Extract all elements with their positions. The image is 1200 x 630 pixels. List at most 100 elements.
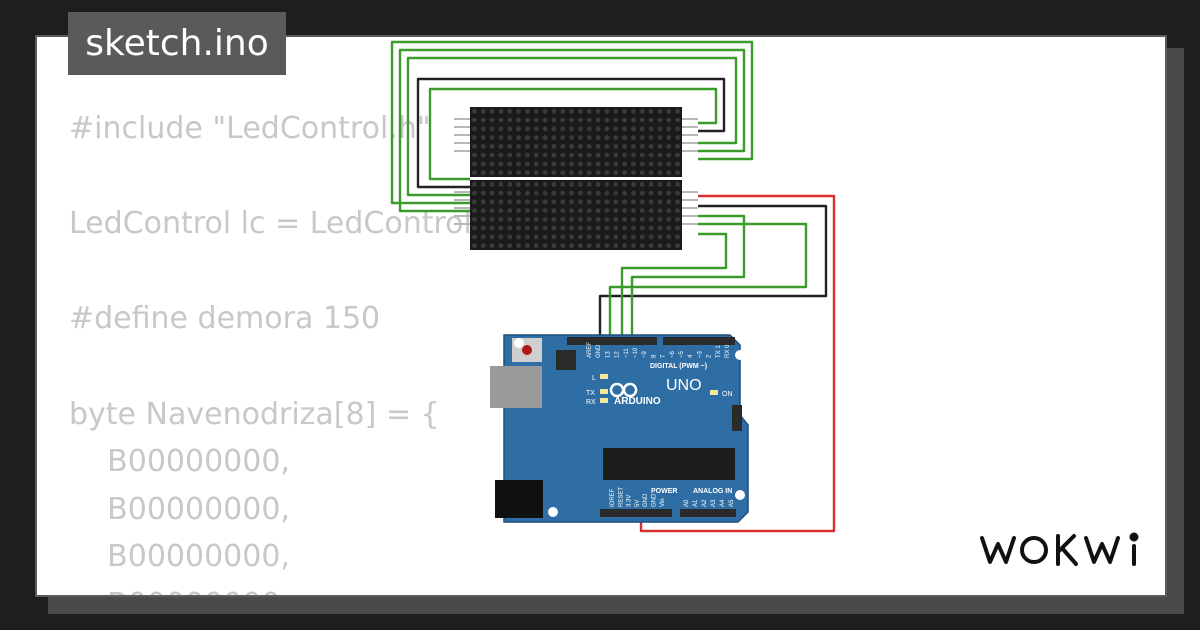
led xyxy=(613,117,619,123)
led xyxy=(613,181,619,187)
led xyxy=(560,216,566,222)
led xyxy=(604,243,610,249)
digital-pin-label: 13 xyxy=(605,351,611,358)
led xyxy=(657,243,663,249)
led xyxy=(639,126,645,132)
led xyxy=(551,225,557,231)
led xyxy=(675,117,680,123)
led xyxy=(639,208,645,214)
led xyxy=(648,225,654,231)
led xyxy=(613,143,619,149)
led xyxy=(551,117,557,123)
led xyxy=(560,170,566,176)
led xyxy=(533,170,539,176)
led xyxy=(586,243,592,249)
digital-pin-label: GND xyxy=(596,344,602,358)
digital-pin-label: 12 xyxy=(615,351,621,358)
led xyxy=(648,143,654,149)
led xyxy=(480,126,486,132)
led xyxy=(480,234,486,240)
led xyxy=(516,143,521,149)
led xyxy=(639,152,645,158)
led xyxy=(498,208,504,214)
led xyxy=(569,208,574,214)
led xyxy=(648,190,654,196)
analog-pin-label: A0 xyxy=(684,499,690,507)
led xyxy=(639,161,645,167)
led xyxy=(604,143,610,149)
led xyxy=(595,216,601,222)
led xyxy=(631,152,636,158)
led xyxy=(551,190,557,196)
led xyxy=(666,225,672,231)
led xyxy=(631,143,636,149)
led xyxy=(489,152,495,158)
led xyxy=(542,181,548,187)
rx-led xyxy=(600,398,608,403)
led xyxy=(586,181,592,187)
led xyxy=(516,199,521,205)
led xyxy=(507,190,513,196)
led xyxy=(657,181,663,187)
analog-pin-label: A3 xyxy=(711,499,717,507)
led xyxy=(542,126,548,132)
rx-label: RX xyxy=(586,399,596,406)
led xyxy=(648,117,654,123)
led xyxy=(604,161,610,167)
led xyxy=(569,170,574,176)
code-line: #define demora 150 xyxy=(69,301,381,337)
led xyxy=(542,161,548,167)
led xyxy=(533,243,539,249)
led xyxy=(648,126,654,132)
led xyxy=(533,190,539,196)
led xyxy=(551,199,557,205)
led xyxy=(525,225,530,231)
led xyxy=(613,225,619,231)
led xyxy=(560,243,566,249)
led xyxy=(507,225,513,231)
led xyxy=(516,161,521,167)
led xyxy=(525,199,530,205)
led xyxy=(613,199,619,205)
led xyxy=(622,117,627,123)
led xyxy=(657,170,663,176)
led xyxy=(489,225,495,231)
led xyxy=(533,199,539,205)
led xyxy=(622,181,627,187)
led xyxy=(631,199,636,205)
led xyxy=(666,170,672,176)
led xyxy=(631,234,636,240)
led xyxy=(666,135,672,141)
led xyxy=(595,243,601,249)
led xyxy=(480,208,486,214)
led xyxy=(525,170,530,176)
led xyxy=(648,234,654,240)
led xyxy=(657,152,663,158)
led xyxy=(472,243,477,249)
led xyxy=(595,108,601,114)
led xyxy=(542,143,548,149)
project-title[interactable]: sketch.ino xyxy=(68,12,286,75)
led xyxy=(551,152,557,158)
led xyxy=(613,243,619,249)
led xyxy=(472,170,477,176)
led xyxy=(604,170,610,176)
l-label: L xyxy=(592,375,596,382)
digital-pin-label: ~10 xyxy=(633,347,639,358)
led xyxy=(657,190,663,196)
led xyxy=(551,243,557,249)
led xyxy=(622,170,627,176)
led xyxy=(542,117,548,123)
led xyxy=(533,225,539,231)
wire-gnd-black xyxy=(598,204,828,340)
led xyxy=(516,225,521,231)
led xyxy=(604,225,610,231)
led xyxy=(498,170,504,176)
led xyxy=(569,152,574,158)
led xyxy=(480,199,486,205)
led xyxy=(578,225,583,231)
analog-pin-label: A5 xyxy=(729,499,735,507)
led xyxy=(525,152,530,158)
digital-pin-label: 2 xyxy=(707,354,713,358)
led xyxy=(533,126,539,132)
